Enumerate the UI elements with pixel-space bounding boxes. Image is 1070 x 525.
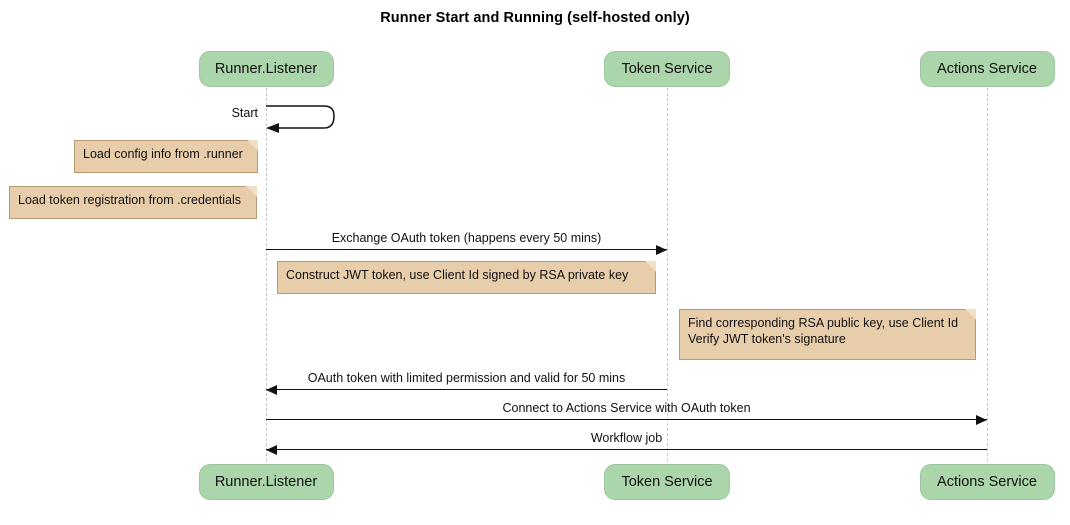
participant-label: Runner.Listener [214,61,318,77]
note-fold-corner-icon [645,261,656,272]
note-fold-corner-icon [246,186,257,197]
note-text: Load token registration from .credential… [18,193,242,207]
note-fold-edge-icon [246,186,257,197]
note-fold-corner-icon [247,140,258,151]
note-n3: Construct JWT token, use Client Id signe… [277,261,656,294]
participant-label: Token Service [621,474,713,490]
lifeline-actions [987,88,988,461]
message-line-m3 [266,389,667,390]
participant-token-top[interactable]: Token Service [604,51,730,87]
participant-label: Runner.Listener [214,474,318,490]
arrowhead-left-icon [266,123,279,133]
note-n2: Load token registration from .credential… [9,186,257,219]
participant-actions-top[interactable]: Actions Service [919,51,1055,87]
arrowhead-right-icon [656,244,667,255]
message-label-m1: Start [231,106,258,120]
lifeline-token [667,88,668,461]
participant-label: Actions Service [937,474,1037,490]
note-n4: Find corresponding RSA public key, use C… [679,309,976,360]
message-line-m4 [266,419,987,420]
arrowhead-left-icon [266,444,277,455]
message-label-m4: Connect to Actions Service with OAuth to… [502,401,751,415]
note-fold-edge-icon [965,309,976,320]
participant-actions-bottom[interactable]: Actions Service [919,464,1055,500]
note-text: Construct JWT token, use Client Id signe… [286,268,629,282]
message-label-m5: Workflow job [590,431,663,445]
participant-runner-bottom[interactable]: Runner.Listener [198,464,334,500]
message-line-m2 [266,249,667,250]
note-text: Find corresponding RSA public key, use C… [688,316,959,346]
participant-runner-top[interactable]: Runner.Listener [198,51,334,87]
note-fold-edge-icon [247,140,258,151]
participant-token-bottom[interactable]: Token Service [604,464,730,500]
participant-label: Actions Service [937,61,1037,77]
message-line-m5 [266,449,987,450]
note-fold-corner-icon [965,309,976,320]
message-label-m2: Exchange OAuth token (happens every 50 m… [331,231,602,245]
arrowhead-left-icon [266,384,277,395]
lifeline-runner [266,88,267,461]
note-text: Load config info from .runner [83,147,243,161]
arrowhead-right-icon [976,414,987,425]
page-title: Runner Start and Running (self-hosted on… [380,10,690,26]
note-n1: Load config info from .runner [74,140,258,173]
participant-label: Token Service [621,61,713,77]
message-label-m3: OAuth token with limited permission and … [307,371,626,385]
self-message-m1 [266,105,335,133]
note-fold-edge-icon [645,261,656,272]
